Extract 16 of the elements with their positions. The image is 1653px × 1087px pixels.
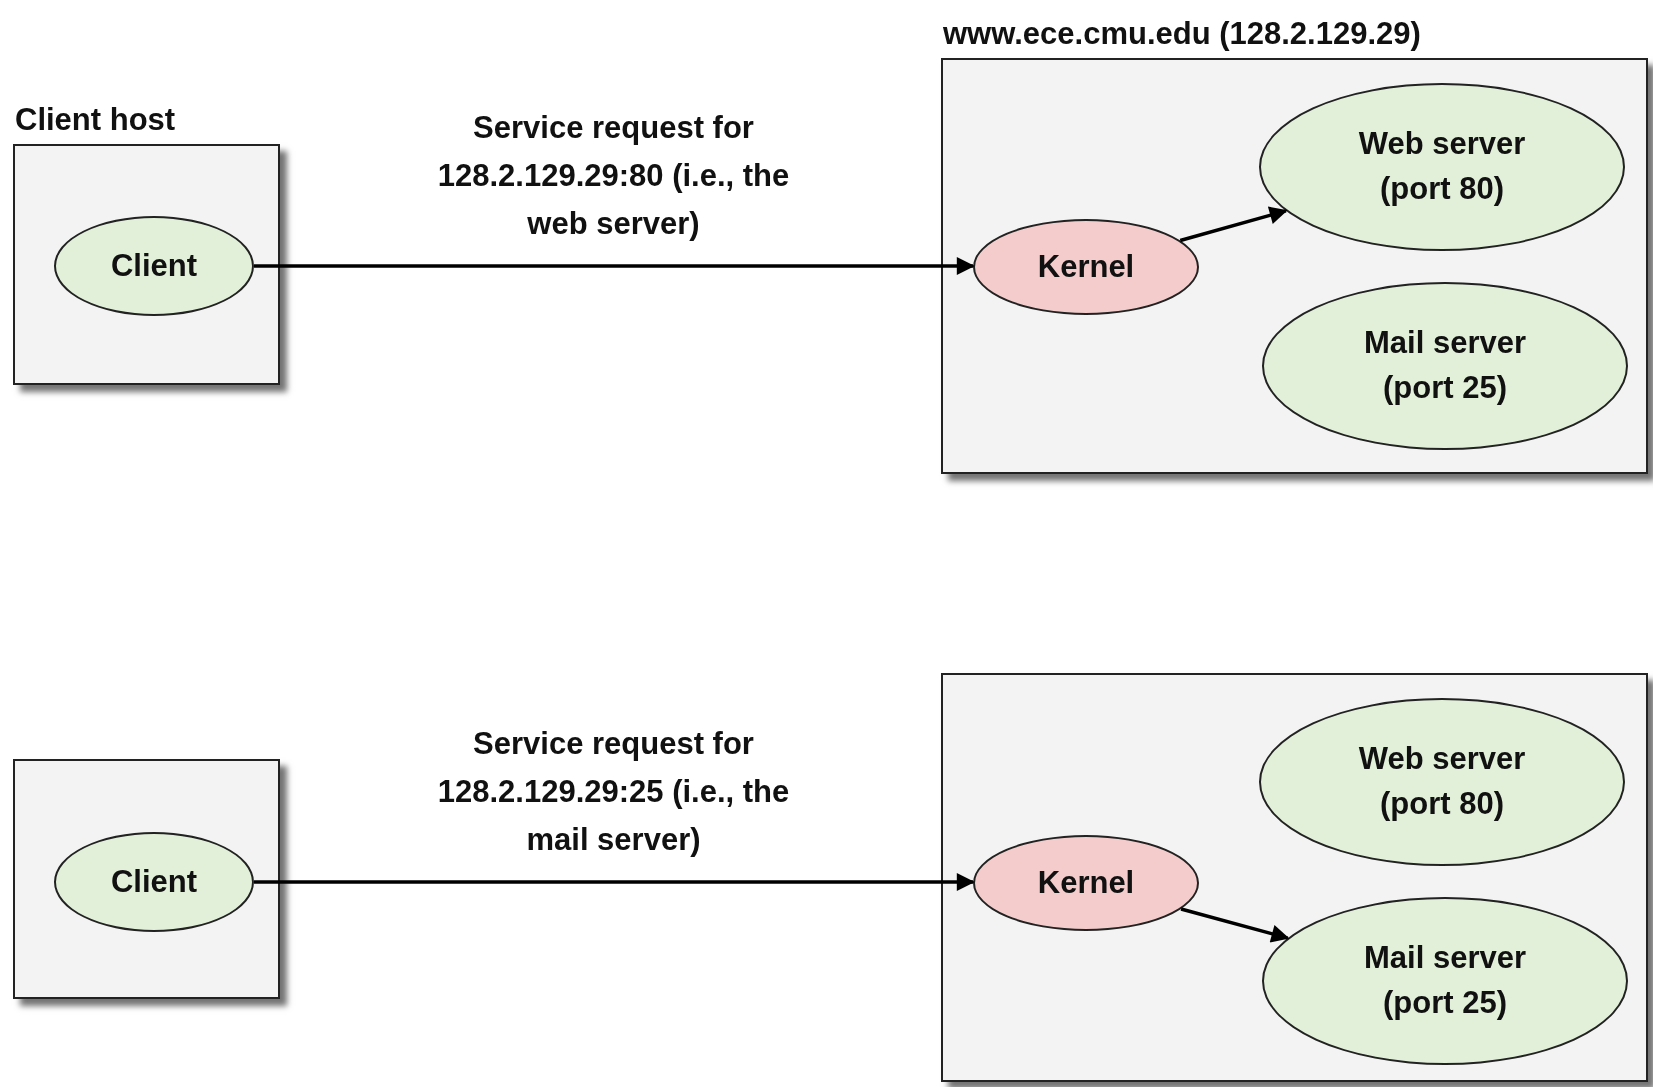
arrow (254, 257, 975, 275)
node-label: Client (110, 862, 198, 901)
node-label: Mail server (port 25) (1363, 324, 1527, 407)
node-label: Mail server (port 25) (1363, 939, 1527, 1022)
arrow (1179, 206, 1288, 243)
host-box (941, 673, 1648, 1082)
node-label: Web server (port 80) (1357, 125, 1527, 208)
node-label: Web server (port 80) (1357, 740, 1527, 823)
host-box (13, 759, 280, 999)
node-label: Kernel (1037, 247, 1135, 286)
box-heading: www.ece.cmu.edu (128.2.129.29) (943, 16, 1421, 52)
box-heading: Client host (15, 102, 176, 138)
node-label: Kernel (1037, 863, 1135, 902)
arrow (254, 873, 975, 891)
node-label: Client (110, 246, 198, 285)
arrow (1180, 907, 1290, 943)
